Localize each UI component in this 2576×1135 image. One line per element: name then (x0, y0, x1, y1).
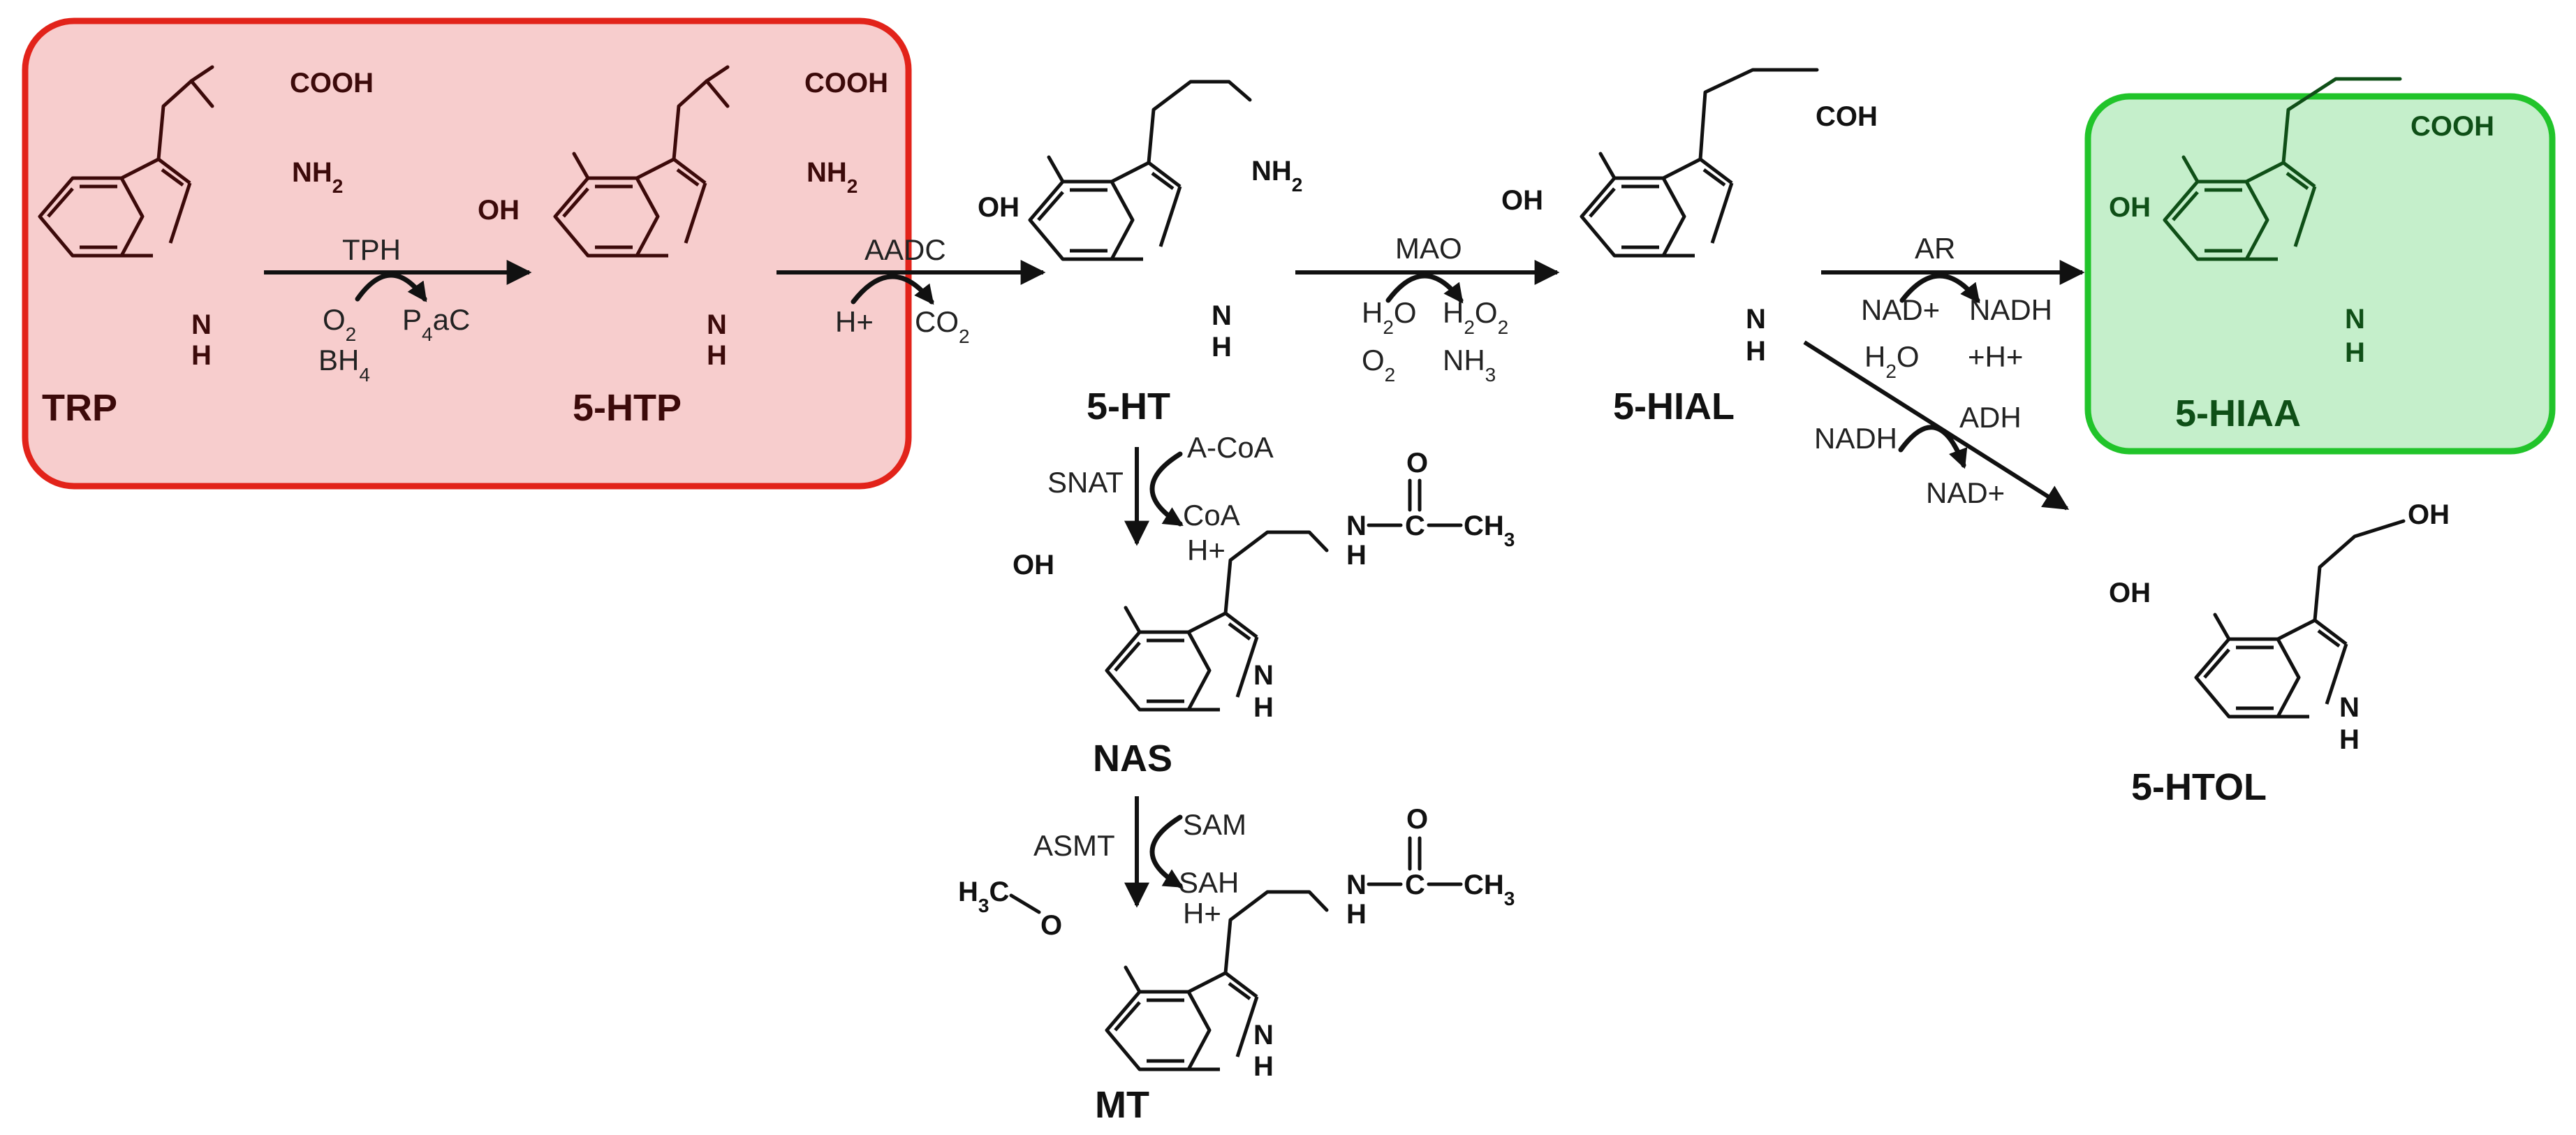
htp-hydroxyl-label: OH (478, 195, 520, 226)
ar-in-h2o: H2O (1864, 340, 1920, 382)
snat-enzyme: SNAT (1047, 466, 1124, 499)
mt-name: MT (1095, 1084, 1149, 1126)
tph-enzyme: TPH (342, 233, 401, 266)
mao-in-h2o: H2O (1362, 296, 1417, 338)
mt-ring-h: H (1253, 1051, 1274, 1082)
asmt-curl (1149, 814, 1184, 888)
htol-ring-n: N (2339, 692, 2360, 723)
ar-enzyme: AR (1915, 232, 1955, 265)
mt-structure (1107, 890, 1329, 1069)
ar-in-nad: NAD+ (1861, 293, 1940, 326)
adh-enzyme: ADH (1959, 401, 2022, 434)
product-highlight-box (2084, 93, 2556, 455)
hial-hydroxyl-label: OH (1501, 185, 1543, 216)
hial-ring-n: N (1746, 304, 1766, 335)
htp-ring-n: N (707, 309, 727, 340)
htol-alcohol-label: OH (2408, 499, 2450, 530)
mt-methoxy-o: O (1040, 910, 1062, 941)
hiaa-hydroxyl-label: OH (2109, 192, 2151, 223)
asmt-in-sam: SAM (1183, 808, 1246, 841)
nas-carbonyl-c: C (1405, 511, 1425, 541)
aadc-enzyme: AADC (864, 233, 946, 266)
htp-ring-h: H (707, 340, 727, 371)
aadc-in-h: H+ (835, 305, 874, 338)
htp-structure (555, 65, 730, 256)
mao-out-h2o2: H2O2 (1443, 296, 1508, 338)
hiaa-ring-h: H (2345, 337, 2365, 368)
snat-out-h: H+ (1187, 534, 1226, 566)
hiaa-structure (2165, 77, 2402, 259)
ht-ring-h: H (1212, 332, 1232, 363)
adh-curl (1898, 425, 1968, 469)
hial-aldehyde-label: COH (1816, 101, 1878, 132)
mt-methoxy-methyl: H3C (958, 877, 1009, 916)
hial-ring-h: H (1746, 336, 1766, 367)
asmt-out-sah: SAH (1179, 866, 1239, 899)
mt-carbonyl-c: C (1405, 870, 1425, 900)
mt-methyl: CH3 (1464, 870, 1515, 909)
trp-amine-label: NH2 (292, 157, 343, 197)
trp-acid-label: COOH (290, 68, 374, 98)
snat-in-acoa: A-CoA (1187, 431, 1274, 464)
ar-out-h: +H+ (1968, 340, 2023, 373)
trp-name: TRP (42, 387, 117, 429)
tph-out-p4ac: P4aC (402, 303, 470, 345)
ht-ring-n: N (1212, 300, 1232, 331)
trp-ring-h: H (191, 340, 212, 371)
mt-carbonyl-o: O (1406, 804, 1428, 835)
mt-amide-n: N (1346, 870, 1367, 900)
trp-structure (40, 65, 214, 256)
hiaa-acid-label: COOH (2411, 111, 2494, 142)
hiaa-name: 5-HIAA (2175, 393, 2301, 434)
nas-methyl: CH3 (1464, 511, 1515, 550)
mao-curl (1385, 273, 1464, 304)
nas-ring-n: N (1253, 660, 1274, 691)
nas-name: NAS (1093, 738, 1172, 779)
mao-in-o2: O2 (1362, 344, 1395, 386)
mt-methoxy-bond (1009, 893, 1041, 914)
mt-ring-n: N (1253, 1020, 1274, 1050)
htp-acid-label: COOH (804, 68, 888, 98)
adh-out-nad: NAD+ (1926, 476, 2005, 509)
nas-structure (1107, 530, 1329, 710)
hial-name: 5-HIAL (1613, 386, 1735, 427)
ar-curl (1899, 273, 1980, 304)
nas-ring-h: H (1253, 692, 1274, 723)
aadc-curl (851, 274, 934, 305)
snat-out-coa: CoA (1183, 499, 1240, 532)
htol-ring-h: H (2339, 724, 2360, 755)
adh-arrow (1803, 340, 2070, 511)
nas-amide-n: N (1346, 511, 1367, 541)
htol-structure (2196, 519, 2406, 717)
snat-curl (1149, 451, 1184, 527)
hial-structure (1582, 68, 1819, 256)
precursor-highlight-box (22, 17, 912, 490)
aadc-out-co2: CO2 (915, 305, 970, 347)
hiaa-ring-n: N (2345, 304, 2365, 335)
htp-name: 5-HTP (573, 387, 682, 429)
ht-hydroxyl-label: OH (978, 192, 1020, 223)
ht-name: 5-HT (1087, 386, 1170, 427)
ht-structure (1030, 80, 1252, 259)
adh-in-nadh: NADH (1814, 422, 1897, 455)
ht-amine-label: NH2 (1251, 156, 1302, 196)
nas-carbonyl-o: O (1406, 448, 1428, 478)
nas-hydroxyl-label: OH (1013, 550, 1054, 580)
mao-out-nh3: NH3 (1443, 344, 1496, 386)
nas-amide-h: H (1346, 540, 1367, 571)
ar-out-nadh: NADH (1969, 293, 2052, 326)
htp-amine-label: NH2 (807, 157, 858, 197)
mao-enzyme: MAO (1395, 232, 1462, 265)
trp-ring-n: N (191, 309, 212, 340)
htol-hydroxyl-label: OH (2109, 578, 2151, 608)
tph-in-o2: O2 (323, 303, 356, 345)
tph-in-bh4: BH4 (318, 344, 370, 386)
htol-name: 5-HTOL (2131, 766, 2267, 808)
asmt-enzyme: ASMT (1033, 829, 1115, 862)
asmt-out-h: H+ (1183, 897, 1221, 930)
tph-curl (355, 272, 427, 302)
mt-amide-h: H (1346, 899, 1367, 930)
